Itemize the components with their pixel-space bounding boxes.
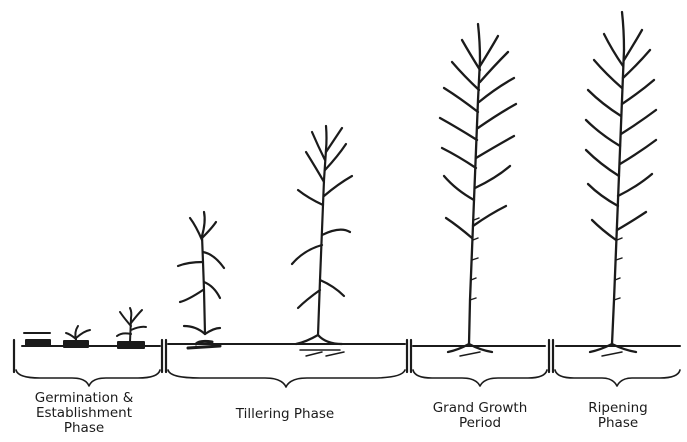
stage-label-ripening: Ripening Phase (572, 401, 664, 431)
label-line: Ripening (572, 401, 664, 416)
label-line: Grand Growth (410, 401, 550, 416)
grand-growth-plant (440, 24, 516, 356)
ripening-plant (586, 12, 656, 356)
label-line: Period (410, 416, 550, 431)
tillering-plant-small (178, 212, 224, 348)
stage-label-germination: Germination & Establishment Phase (8, 391, 160, 436)
label-line: Germination & (8, 391, 160, 406)
label-line: Tillering Phase (205, 407, 365, 422)
label-line: Phase (8, 421, 160, 436)
germinating-sett (24, 333, 50, 346)
young-shoot (117, 308, 146, 348)
stage-label-grand-growth: Grand Growth Period (410, 401, 550, 431)
stage-label-tillering: Tillering Phase (205, 407, 365, 422)
sprouting-bud (64, 326, 90, 347)
stage-brace (16, 370, 680, 387)
tillering-plant-large (292, 126, 352, 356)
label-line: Phase (572, 416, 664, 431)
label-line: Establishment (8, 406, 160, 421)
